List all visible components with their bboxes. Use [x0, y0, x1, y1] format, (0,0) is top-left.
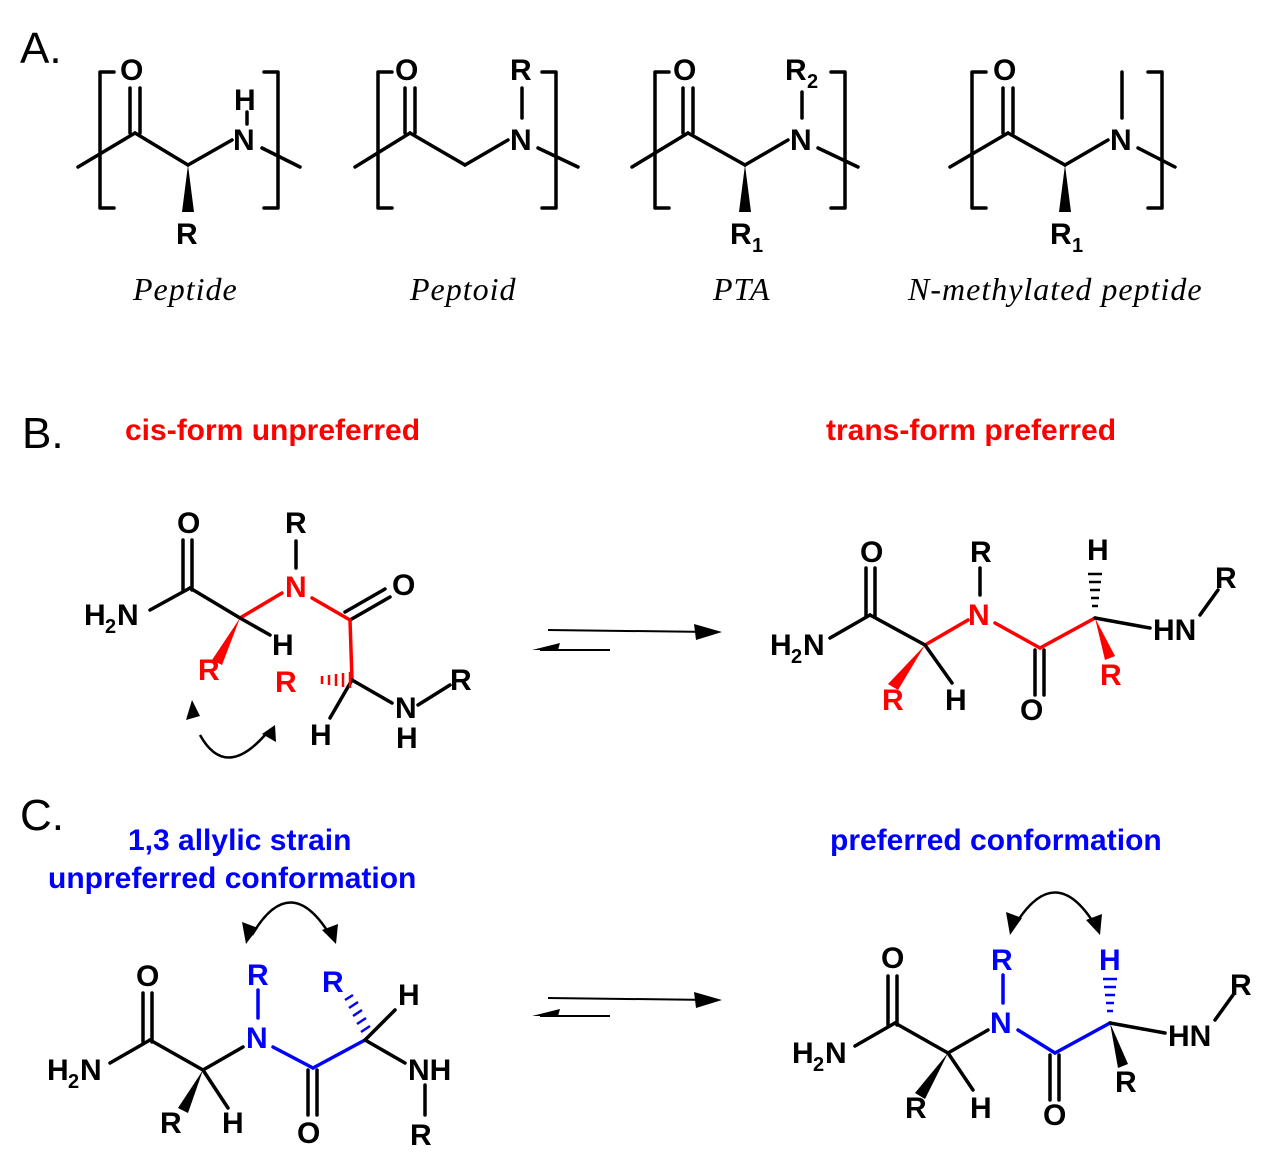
atom-R: R	[1215, 562, 1237, 595]
atom-O: O	[392, 569, 415, 602]
atom-R: R	[991, 944, 1013, 977]
atom-H: H	[234, 84, 256, 117]
atom-R: R	[410, 1119, 432, 1152]
structure-n-methylated-peptide: O N R 1	[948, 54, 1177, 257]
atom-N: N	[990, 1007, 1012, 1040]
subscript-2: 2	[807, 71, 818, 93]
atom-R: R	[510, 54, 532, 87]
atom-R: R	[970, 536, 992, 569]
atom-R: R	[176, 218, 198, 251]
atom-N: N	[825, 1037, 847, 1070]
atom-O: O	[673, 54, 696, 87]
atom-N: N	[117, 599, 139, 632]
title-preferred-conformation: preferred conformation	[830, 824, 1162, 857]
atom-H2N: H	[770, 629, 792, 662]
title-unpreferred-conformation: unpreferred conformation	[48, 862, 416, 895]
atom-N: N	[285, 571, 307, 604]
caption-peptoid: Peptoid	[409, 271, 517, 307]
atom-R: R	[160, 1107, 182, 1140]
atom-O: O	[120, 54, 143, 87]
atom-R: R	[285, 507, 307, 540]
atom-H: H	[970, 1092, 992, 1125]
atom-H: H	[310, 719, 332, 752]
subscript-1: 1	[1072, 235, 1083, 257]
atom-N: N	[80, 1054, 102, 1087]
atom-N: N	[968, 599, 990, 632]
atom-R: R	[198, 654, 220, 687]
atom-N: N	[246, 1022, 268, 1055]
subscript-2: 2	[68, 1071, 79, 1093]
atom-O: O	[881, 942, 904, 975]
subscript-2: 2	[791, 646, 802, 668]
atom-R: R	[450, 664, 472, 697]
title-cis-form: cis-form unpreferred	[125, 414, 420, 447]
atom-R: R	[882, 684, 904, 717]
atom-H: H	[1099, 944, 1121, 977]
atom-R1: R	[730, 218, 752, 251]
structure-peptoid: O R N	[353, 54, 580, 210]
atom-O: O	[136, 960, 159, 993]
atom-N: N	[1110, 124, 1132, 157]
atom-R: R	[1115, 1066, 1137, 1099]
structure-cis-form: H 2 N O R N O H R R H N H R	[84, 507, 472, 759]
atom-R: R	[275, 666, 297, 699]
atom-H: H	[272, 629, 294, 662]
atom-R: R	[1230, 969, 1252, 1002]
atom-O: O	[1020, 694, 1043, 727]
atom-R: R	[247, 959, 269, 992]
atom-NH: NH	[408, 1054, 451, 1087]
subscript-1: 1	[752, 235, 763, 257]
structure-unpreferred-conformation: H 2 N O R N R H NH R R H O	[47, 901, 451, 1152]
caption-n-methylated-peptide: N-methylated peptide	[907, 271, 1203, 307]
structure-pta: O R 2 N R 1	[630, 54, 860, 257]
atom-R2: R	[785, 54, 807, 87]
atom-R1: R	[1050, 218, 1072, 251]
panel-label-b: B.	[22, 409, 64, 458]
structure-preferred-conformation: H 2 N O R N H R HN R H O R	[792, 891, 1252, 1132]
subscript-2: 2	[105, 616, 116, 638]
atom-O: O	[395, 54, 418, 87]
atom-N: N	[510, 124, 532, 157]
atom-R: R	[1100, 659, 1122, 692]
title-allylic-strain: 1,3 allylic strain	[128, 824, 351, 857]
structure-trans-form: H 2 N O R N H R HN R H O R	[770, 534, 1237, 727]
caption-pta: PTA	[712, 271, 771, 307]
equilibrium-arrow-b	[532, 624, 722, 651]
atom-H: H	[398, 979, 420, 1012]
atom-O: O	[993, 54, 1016, 87]
atom-R: R	[905, 1092, 927, 1125]
atom-N: N	[790, 124, 812, 157]
atom-H2N: H	[792, 1037, 814, 1070]
atom-N: N	[803, 629, 825, 662]
structure-peptide: O H N R	[76, 54, 302, 251]
atom-O: O	[297, 1117, 320, 1150]
atom-O: O	[177, 507, 200, 540]
panel-label-c: C.	[20, 791, 64, 840]
atom-H: H	[1087, 534, 1109, 567]
atom-HN: HN	[1168, 1020, 1211, 1053]
equilibrium-arrow-c	[532, 992, 722, 1017]
subscript-2: 2	[813, 1054, 824, 1076]
atom-HN: HN	[1153, 614, 1196, 647]
panel-label-a: A.	[20, 24, 62, 73]
atom-H2N: H	[47, 1054, 69, 1087]
atom-H: H	[945, 684, 967, 717]
atom-O: O	[860, 536, 883, 569]
title-trans-form: trans-form preferred	[826, 414, 1116, 447]
atom-H: H	[222, 1107, 244, 1140]
atom-N: N	[395, 692, 417, 725]
caption-peptide: Peptide	[132, 271, 238, 307]
atom-N: N	[233, 124, 255, 157]
atom-H: H	[396, 722, 418, 755]
atom-O: O	[1043, 1099, 1066, 1132]
atom-H2N: H	[84, 599, 106, 632]
atom-R: R	[322, 966, 344, 999]
